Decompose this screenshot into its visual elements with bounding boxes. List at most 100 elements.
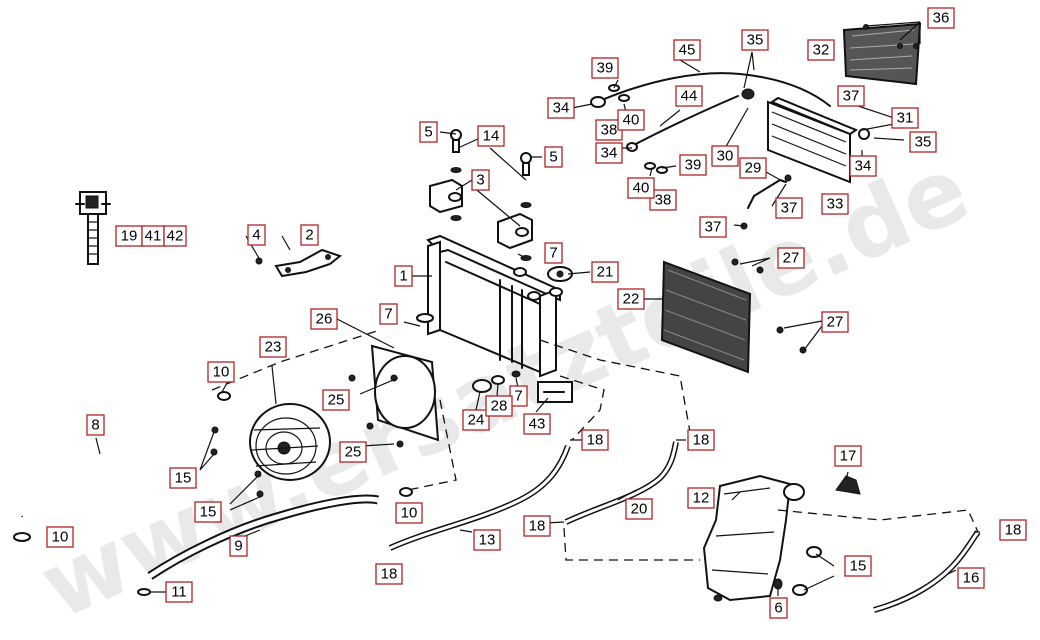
svg-text:15: 15 <box>175 470 192 487</box>
svg-text:25: 25 <box>328 392 345 409</box>
svg-text:10: 10 <box>213 364 230 381</box>
callout-18b: 18 <box>687 429 715 451</box>
svg-text:14: 14 <box>483 128 500 145</box>
callout-18c: 18 <box>523 515 551 537</box>
routing-dashed-lines <box>211 329 979 561</box>
callout-41: 41 <box>141 225 165 247</box>
callout-38b: 38 <box>649 189 677 211</box>
svg-text:25: 25 <box>345 444 362 461</box>
callout-19: 19 <box>115 225 143 247</box>
svg-text:4: 4 <box>252 227 260 244</box>
callout-labels: 1 2 3 4 5 5 6 7 7 7 8 9 10 10 10 11 12 1… <box>46 7 1027 619</box>
hose-9-part <box>137 494 379 596</box>
svg-text:41: 41 <box>145 228 162 245</box>
callout-27b: 27 <box>821 311 849 333</box>
svg-text:7: 7 <box>549 245 557 262</box>
radiator-frame-part <box>416 234 563 378</box>
callout-6: 6 <box>769 597 788 619</box>
callout-44: 44 <box>675 85 703 107</box>
svg-text:37: 37 <box>781 200 798 217</box>
callout-15b: 15 <box>194 501 222 523</box>
svg-text:38: 38 <box>655 192 672 209</box>
callout-24: 24 <box>462 409 490 431</box>
svg-text:43: 43 <box>529 416 546 433</box>
svg-text:21: 21 <box>597 264 614 281</box>
svg-text:31: 31 <box>897 110 914 127</box>
svg-text:10: 10 <box>52 529 69 546</box>
svg-text:40: 40 <box>633 180 650 197</box>
callout-45: 45 <box>673 39 701 61</box>
svg-text:26: 26 <box>316 311 333 328</box>
svg-text:5: 5 <box>549 149 557 166</box>
svg-text:32: 32 <box>813 42 830 59</box>
callout-37a: 37 <box>837 85 865 107</box>
svg-text:33: 33 <box>827 196 844 213</box>
svg-text:29: 29 <box>745 160 762 177</box>
svg-text:34: 34 <box>601 145 618 162</box>
callout-35a: 35 <box>741 29 769 51</box>
callout-15c: 15 <box>844 555 872 577</box>
callout-39b: 39 <box>679 154 707 176</box>
callout-20: 20 <box>625 498 653 520</box>
callout-23: 23 <box>259 336 287 358</box>
callout-5a: 5 <box>419 121 438 143</box>
fan-motor-part <box>249 403 331 481</box>
svg-text:45: 45 <box>679 42 696 59</box>
callout-36: 36 <box>927 7 955 29</box>
svg-text:16: 16 <box>963 570 980 587</box>
callout-4: 4 <box>247 224 266 246</box>
svg-text:39: 39 <box>685 157 702 174</box>
svg-text:36: 36 <box>933 10 950 27</box>
callout-18d: 18 <box>375 563 403 585</box>
rubber-mount-parts <box>429 129 533 261</box>
svg-text:38: 38 <box>601 122 618 139</box>
svg-text:9: 9 <box>234 538 242 555</box>
svg-text:10: 10 <box>401 505 418 522</box>
svg-text:34: 34 <box>855 158 872 175</box>
svg-text:17: 17 <box>840 448 857 465</box>
callout-14: 14 <box>477 125 505 147</box>
svg-text:22: 22 <box>623 291 640 308</box>
oil-line-parts <box>590 72 831 174</box>
svg-text:34: 34 <box>553 100 570 117</box>
svg-text:18: 18 <box>381 566 398 583</box>
callout-30: 30 <box>711 145 739 167</box>
callout-35b: 35 <box>909 131 937 153</box>
svg-text:20: 20 <box>631 501 648 518</box>
thermo-switch-part <box>75 191 111 265</box>
callout-40a: 40 <box>617 109 645 131</box>
callout-8: 8 <box>86 414 105 436</box>
svg-text:40: 40 <box>623 112 640 129</box>
callout-39a: 39 <box>591 57 619 79</box>
callout-34c: 34 <box>849 155 877 177</box>
svg-text:5: 5 <box>424 124 432 141</box>
svg-text:1: 1 <box>399 268 407 285</box>
callout-26: 26 <box>310 308 338 330</box>
callout-18e: 18 <box>999 519 1027 541</box>
svg-text:19: 19 <box>121 228 138 245</box>
callout-28: 28 <box>485 395 513 417</box>
callout-17: 17 <box>834 445 862 467</box>
reservoir-cap-part <box>835 475 861 495</box>
callout-11: 11 <box>165 581 193 603</box>
callout-34b: 34 <box>595 142 623 164</box>
callout-43: 43 <box>523 413 551 435</box>
callout-10c: 10 <box>46 526 74 548</box>
callout-1: 1 <box>394 265 413 287</box>
callout-21: 21 <box>591 261 619 283</box>
svg-text:7: 7 <box>384 306 392 323</box>
callout-37b: 37 <box>775 197 803 219</box>
svg-text:15: 15 <box>850 558 867 575</box>
callout-31: 31 <box>891 107 919 129</box>
callout-32: 32 <box>807 39 835 61</box>
svg-text:2: 2 <box>305 227 313 244</box>
bracket-part <box>255 248 343 278</box>
svg-text:42: 42 <box>167 228 184 245</box>
callout-25a: 25 <box>322 389 350 411</box>
svg-text:44: 44 <box>681 88 698 105</box>
svg-text:18: 18 <box>1005 522 1022 539</box>
callout-27a: 27 <box>777 247 805 269</box>
callout-18a: 18 <box>581 429 609 451</box>
temperature-sender-part <box>472 370 573 403</box>
